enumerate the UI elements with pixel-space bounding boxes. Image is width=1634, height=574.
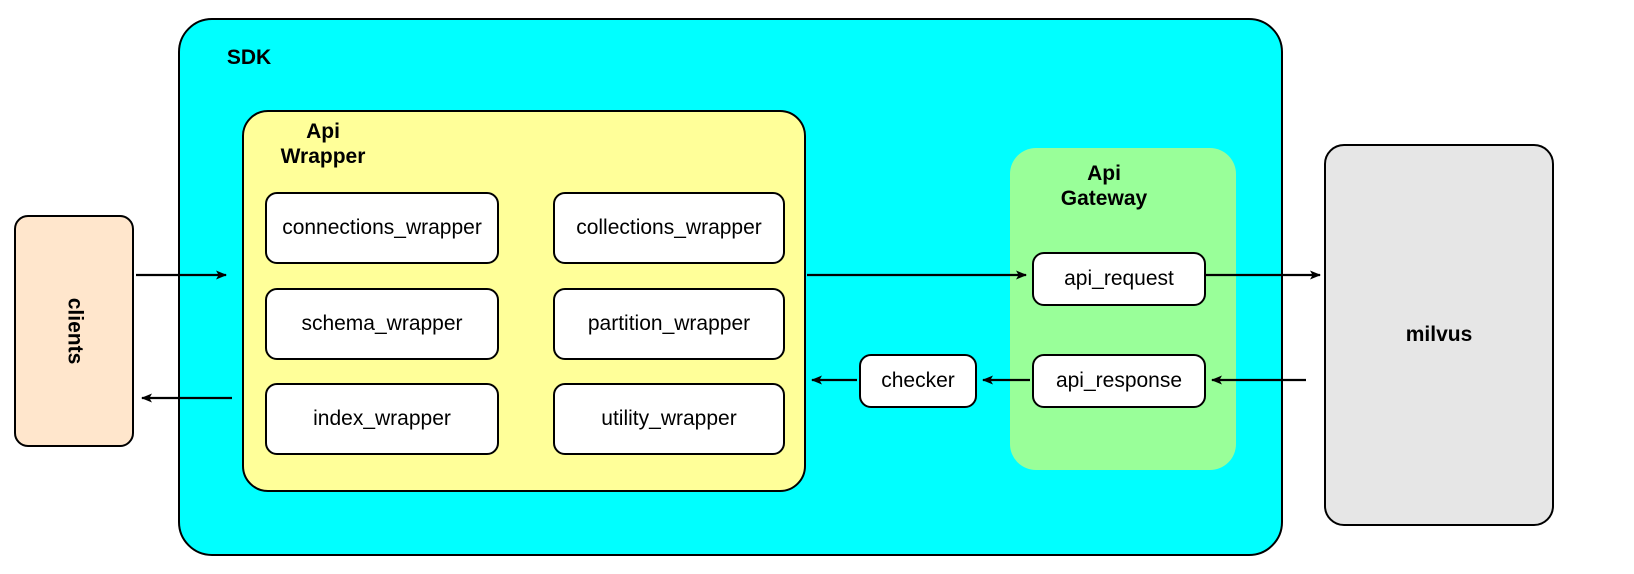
partition-wrapper-node[interactable]: partition_wrapper: [553, 288, 785, 360]
api-wrapper-label: Api Wrapper: [248, 120, 398, 170]
api-gateway-label-line2: Gateway: [1060, 186, 1148, 210]
api-gateway-label-line1: Api: [1087, 162, 1121, 185]
checker-node[interactable]: checker: [859, 354, 977, 408]
api-wrapper-label-line2: Wrapper: [280, 144, 366, 168]
milvus-node[interactable]: milvus: [1324, 144, 1554, 526]
clients-label: clients: [63, 297, 86, 365]
collections-wrapper-node[interactable]: collections_wrapper: [553, 192, 785, 264]
api-gateway-label: Api Gateway: [1034, 162, 1174, 212]
api-wrapper-label-line1: Api: [306, 120, 340, 143]
api-gateway-container[interactable]: Api Gateway: [1010, 148, 1236, 470]
clients-node[interactable]: clients: [14, 215, 134, 447]
api-request-node[interactable]: api_request: [1032, 252, 1206, 306]
sdk-label: SDK: [226, 46, 272, 69]
api-response-node[interactable]: api_response: [1032, 354, 1206, 408]
index-wrapper-node[interactable]: index_wrapper: [265, 383, 499, 455]
utility-wrapper-node[interactable]: utility_wrapper: [553, 383, 785, 455]
connections-wrapper-node[interactable]: connections_wrapper: [265, 192, 499, 264]
schema-wrapper-node[interactable]: schema_wrapper: [265, 288, 499, 360]
